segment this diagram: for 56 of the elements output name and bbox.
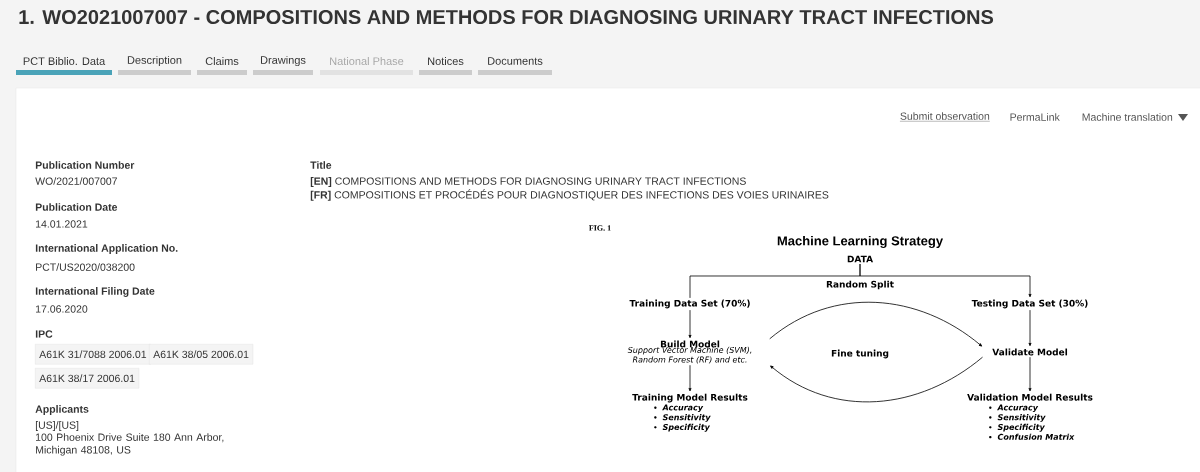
data-label: DATA (847, 255, 874, 263)
classification-tag: A61K 31/7088 2006.01 (35, 344, 151, 365)
tab: PCT Biblio. Data (16, 56, 112, 75)
step-label: Build Model Support Vector Machine (SVM), Random Forest (RF) and etc. (627, 340, 752, 364)
address-text: 100 Phoenix Drive Suite 180 Ann Arbor, Michigan 48108, US (36, 433, 224, 456)
results-list: Training Model Results Accuracy Sensitivity Specificity (632, 393, 748, 432)
arrow (688, 364, 692, 392)
arrow (1028, 356, 1032, 392)
field-label: Title (310, 161, 332, 169)
field-label: IPC (35, 330, 53, 338)
field-label: International Application No. (35, 244, 178, 254)
classification-tag: A61K 38/17 2006.01 (35, 368, 140, 389)
field-value: PCT/US2020/038200 (36, 263, 135, 271)
node-label: Accuracy (997, 404, 1039, 413)
tab: Notices (419, 56, 472, 75)
tab: Description (118, 55, 191, 75)
field-value: 17.06.2020 (36, 305, 88, 313)
field-value: [US]/[US] (35, 421, 79, 431)
field-value: WO/2021/007007 (35, 177, 117, 185)
arrow (770, 356, 983, 403)
arrow (769, 302, 983, 347)
link: PermaLink (1010, 113, 1060, 121)
link: Submit observation (899, 112, 990, 122)
arrow (1028, 309, 1032, 347)
step-label: Fine tuning (831, 349, 889, 359)
node-label: Accuracy (662, 404, 704, 413)
node-label: Sensitivity (662, 414, 711, 422)
tab: National Phase (320, 56, 413, 75)
field-label: Publication Date (35, 203, 118, 211)
node-label: Specificity (997, 423, 1046, 432)
field-label: Publication Number (35, 161, 135, 169)
node-label: Specificity (662, 423, 711, 432)
node-label: Validation Model Results (967, 393, 1093, 401)
step-label: Training Data Set (70%) (629, 299, 750, 309)
step-label: Random Split (824, 279, 896, 291)
node-label: Confusion Matrix (997, 433, 1075, 440)
dropdown-label: Machine translation (1082, 113, 1173, 121)
figure-caption: FIG. 1 (589, 225, 611, 231)
classification-tag: A61K 38/05 2006.01 (149, 344, 254, 365)
title-text: [FR] COMPOSITIONS ET PROCÉDÉS POUR DIAGNOSTIQUER DES INFECTIONS DES VOIES URINAIRES (310, 189, 829, 201)
chart-title: Machine Learning Strategy (777, 235, 943, 249)
node-label: Sensitivity (997, 414, 1046, 422)
field-label: International Filing Date (35, 287, 155, 297)
tab: Drawings (253, 55, 313, 75)
page-title: 1. WO2021007007 - COMPOSITIONS AND METHODS FOR DIAGNOSING URINARY TRACT INFECTIONS (19, 9, 994, 25)
step-label: Validate Model (992, 348, 1068, 356)
node-label: Training Model Results (632, 393, 748, 403)
arrow (688, 309, 692, 339)
results-list: Validation Model Results Accuracy Sensitivity Specificity Confusion Matrix (967, 393, 1093, 440)
tab: Documents (478, 57, 552, 75)
arrow (859, 263, 1032, 298)
tab: Claims (197, 56, 247, 75)
step-label: Testing Data Set (30%) (971, 299, 1088, 309)
title-text: [EN] COMPOSITIONS AND METHODS FOR DIAGNOSING URINARY TRACT INFECTIONS (310, 177, 746, 187)
field-label: Applicants (35, 405, 89, 415)
field-value: 14.01.2021 (36, 220, 88, 228)
